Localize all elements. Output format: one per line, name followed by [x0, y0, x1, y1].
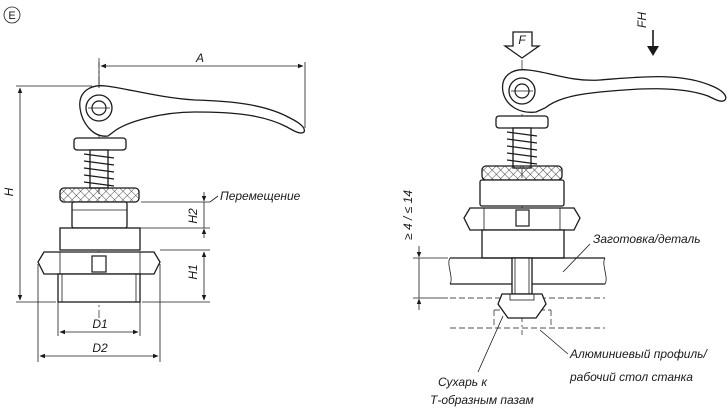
left-washer — [73, 137, 127, 151]
left-view: A H H2 Перемещение H1 — [2, 51, 306, 362]
right-collar — [479, 179, 565, 207]
right-view: F FH — [401, 12, 727, 407]
dim-a-label: A — [195, 51, 204, 65]
right-knurled-nut — [481, 165, 563, 181]
right-spring — [506, 127, 538, 169]
dim-thickness-label: ≥ 4 / ≤ 14 — [401, 190, 415, 240]
dim-h2: H2 — [130, 192, 210, 238]
dim-h2-label: H2 — [186, 208, 200, 224]
dim-h1: H1 — [142, 249, 210, 303]
right-cam-lever — [501, 69, 727, 113]
view-marker-label: E — [8, 10, 15, 22]
dim-d1-label: D1 — [92, 317, 107, 331]
left-spring — [83, 149, 115, 189]
travel-label: Перемещение — [220, 189, 301, 203]
slot-nut-label-line2: Т-образным пазам — [430, 393, 534, 407]
profile-label-line1: Алюминиевый профиль/ — [569, 347, 708, 361]
dim-h1-label: H1 — [186, 264, 200, 279]
force-f: F — [502, 31, 542, 59]
left-collar — [71, 201, 128, 229]
left-knurled-nut — [59, 187, 140, 203]
slot-nut-assembly — [497, 257, 547, 319]
force-fh: FH — [635, 12, 659, 56]
workpiece-label: Заготовка/деталь — [593, 232, 701, 246]
dim-h-label: H — [2, 187, 16, 196]
left-locking-pin — [91, 255, 107, 273]
profile-callout: Алюминиевый профиль/ рабочий стол станка — [539, 329, 708, 384]
dim-d2: D2 — [37, 264, 161, 362]
travel-callout: Перемещение — [209, 189, 301, 203]
dim-a: A — [98, 51, 306, 128]
profile-label-line2: рабочий стол станка — [569, 370, 693, 384]
dim-d1: D1 — [57, 302, 141, 336]
left-hex-body — [37, 227, 161, 275]
workpiece-callout: Заготовка/деталь — [562, 232, 701, 273]
slot-nut-label-line1: Сухарь к — [438, 375, 488, 389]
force-fh-label: FH — [635, 12, 649, 28]
right-locking-pin — [515, 209, 530, 227]
dim-d2-label: D2 — [92, 341, 108, 355]
left-cam-lever — [79, 85, 306, 137]
force-f-label: F — [518, 33, 526, 47]
left-threaded-shank — [57, 273, 141, 303]
slot-nut — [497, 293, 547, 319]
slot-nut-callout: Сухарь к Т-образным пазам — [430, 315, 534, 407]
right-hex-body — [463, 207, 581, 259]
view-marker: E — [3, 6, 21, 24]
dim-thickness: ≥ 4 / ≤ 14 — [401, 190, 448, 310]
right-washer — [495, 115, 549, 129]
dim-h: H — [2, 85, 92, 303]
